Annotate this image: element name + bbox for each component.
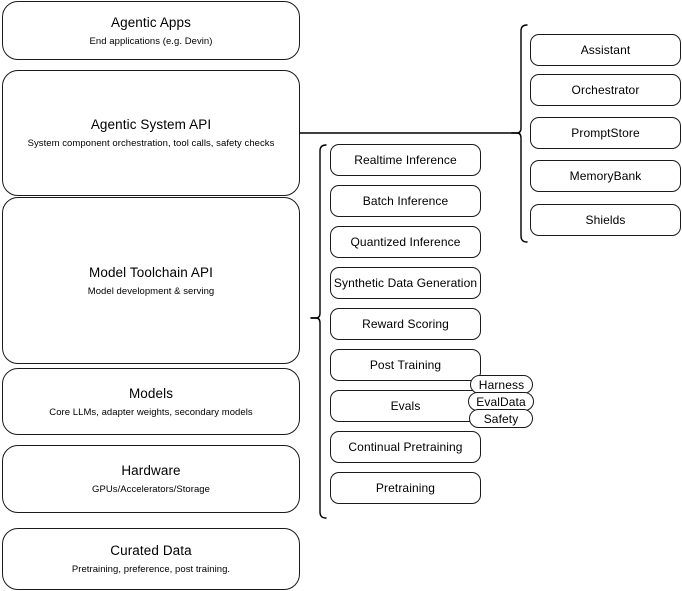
stack-layer-curated-data[interactable]: Curated Data Pretraining, preference, po… (2, 528, 300, 590)
system-component-orchestrator[interactable]: Orchestrator (530, 74, 681, 106)
system-component-promptstore[interactable]: PromptStore (530, 117, 681, 149)
stack-layer-model-toolchain-api[interactable]: Model Toolchain API Model development & … (2, 197, 300, 364)
capability-continual-pretraining[interactable]: Continual Pretraining (330, 431, 481, 463)
capability-reward-scoring[interactable]: Reward Scoring (330, 308, 481, 340)
stack-layer-models[interactable]: Models Core LLMs, adapter weights, secon… (2, 368, 300, 435)
brace-middle-capabilities-lower (310, 317, 327, 519)
stack-layer-agentic-system-api[interactable]: Agentic System API System component orch… (2, 70, 300, 196)
capability-batch-inference[interactable]: Batch Inference (330, 185, 481, 217)
capability-post-training[interactable]: Post Training (330, 349, 481, 381)
stack-layer-subtitle: Model development & serving (87, 285, 215, 297)
stack-layer-title: Models (128, 385, 174, 401)
system-component-assistant[interactable]: Assistant (530, 34, 681, 66)
capability-pretraining[interactable]: Pretraining (330, 472, 481, 504)
stack-layer-title: Model Toolchain API (89, 264, 213, 280)
stack-layer-subtitle: Core LLMs, adapter weights, secondary mo… (49, 406, 253, 418)
system-component-memorybank[interactable]: MemoryBank (530, 160, 681, 192)
stack-layer-subtitle: Pretraining, preference, post training. (71, 564, 231, 575)
stack-layer-subtitle: GPUs/Accelerators/Storage (92, 484, 210, 495)
system-component-shields[interactable]: Shields (530, 204, 681, 236)
capability-quantized-inference[interactable]: Quantized Inference (330, 226, 481, 258)
brace-right-components-lower (511, 132, 528, 243)
stack-layer-agentic-apps[interactable]: Agentic Apps End applications (e.g. Devi… (2, 1, 300, 60)
evals-badge-evaldata[interactable]: EvalData (468, 392, 534, 411)
brace-middle-capabilities-upper (310, 144, 327, 319)
capability-synthetic-data-generation[interactable]: Synthetic Data Generation (330, 267, 481, 299)
evals-badge-safety[interactable]: Safety (469, 409, 533, 428)
brace-right-components (511, 24, 528, 134)
stack-layer-subtitle: System component orchestration, tool cal… (27, 138, 275, 149)
stack-layer-title: Agentic Apps (110, 14, 191, 30)
evals-badge-harness[interactable]: Harness (470, 375, 533, 394)
stack-layer-title: Hardware (121, 463, 181, 478)
stack-layer-subtitle: End applications (e.g. Devin) (89, 35, 213, 47)
stack-layer-title: Agentic System API (90, 117, 212, 132)
stack-layer-title: Curated Data (110, 543, 192, 558)
stack-layer-hardware[interactable]: Hardware GPUs/Accelerators/Storage (2, 445, 300, 513)
capability-evals[interactable]: Evals (330, 390, 481, 422)
capability-realtime-inference[interactable]: Realtime Inference (330, 144, 481, 176)
